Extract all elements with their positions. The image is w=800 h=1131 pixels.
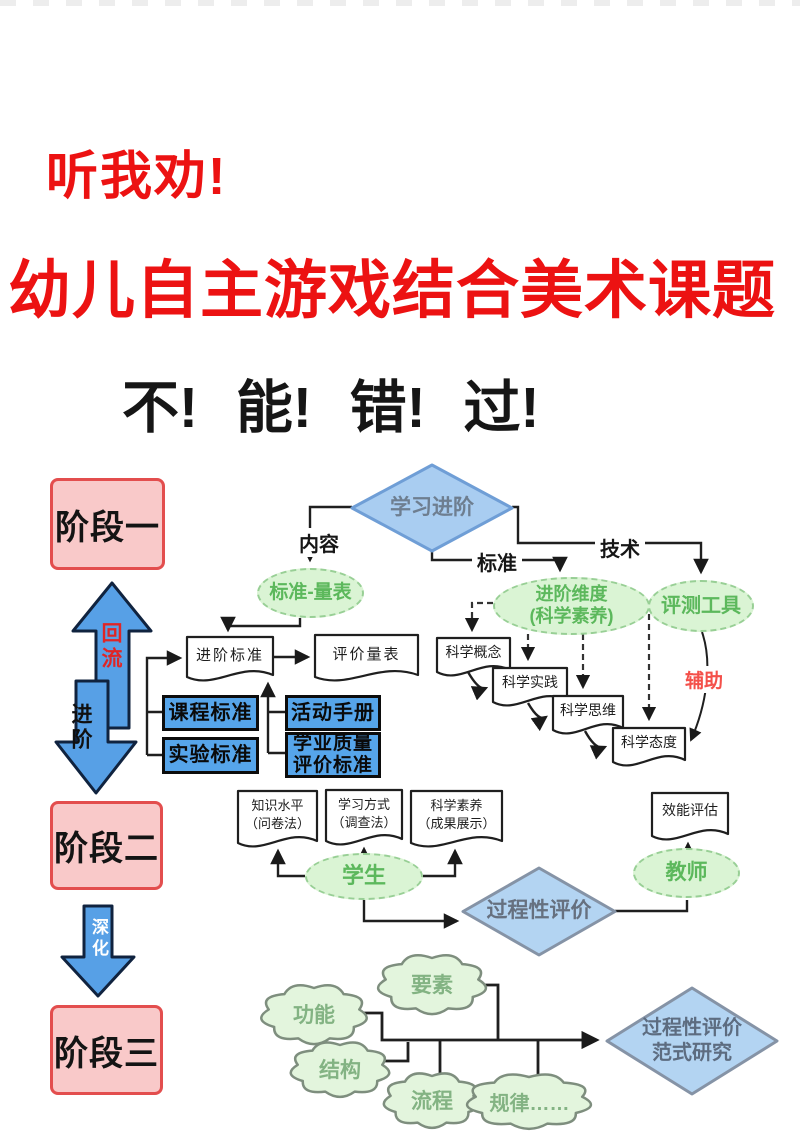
element-cloud	[376, 954, 488, 1016]
literacy-line1: 科学素养	[430, 798, 483, 814]
node-shapes	[54, 463, 779, 1131]
paradigm-line1: 过程性评价	[642, 1017, 742, 1039]
connector-thinking-attitude	[583, 730, 608, 760]
headline-subtitle: 不! 能! 错! 过!	[122, 376, 540, 440]
style-line1: 学习方式	[337, 797, 390, 813]
connector-processeval-teacher	[615, 900, 689, 913]
doc-science-thinking: 科学思维	[560, 703, 616, 719]
connector-scale-to-progression	[220, 616, 302, 633]
backflow-up-arrow	[71, 581, 153, 730]
assist-label: 辅助	[683, 666, 726, 693]
diamond-learning-progression: 学习进阶	[390, 495, 474, 519]
doc-knowledge-level: 知识水平 （问卷法）	[238, 794, 317, 836]
headline-tagline: 听我劝!	[46, 148, 228, 206]
progression-standard-doc	[185, 635, 275, 682]
knowledge-line2: （问卷法）	[244, 816, 310, 831]
doc-evaluation-scale: 评价量表	[332, 646, 401, 663]
diamond-process-evaluation: 过程性评价	[486, 898, 592, 922]
knowledge-line1: 知识水平	[251, 798, 304, 814]
doc-science-literacy: 科学素养 （成果展示）	[411, 794, 502, 836]
doc-progression-standard: 进阶标准	[195, 647, 264, 664]
cloud-structure: 结构	[319, 1059, 361, 1082]
ellipse-progression-dimension: 进阶维度 (科学素养)	[493, 577, 650, 635]
quality-line1: 学业质量	[292, 733, 373, 755]
dimension-line2: (科学素养)	[529, 606, 614, 626]
efficiency-evaluation-doc	[650, 791, 730, 841]
doc-science-concept: 科学概念	[445, 645, 502, 661]
stage-two-box: 阶段二	[50, 801, 163, 890]
cloud-element: 要素	[411, 974, 453, 997]
ellipse-standard-scale: 标准-量表	[257, 568, 364, 618]
cloud-rule: 规律……	[489, 1092, 570, 1115]
cloud-process: 流程	[411, 1090, 453, 1113]
connector-left-bracket	[145, 658, 180, 757]
stage-three-box: 阶段三	[50, 1005, 163, 1095]
doc-science-attitude: 科学态度	[621, 735, 677, 751]
process-evaluation-diamond	[461, 866, 617, 957]
diamond-paradigm-research: 过程性评价 范式研究	[612, 1014, 772, 1068]
branch-label-content: 内容	[294, 528, 344, 557]
science-literacy-doc	[409, 789, 504, 848]
ellipse-assessment-tool: 评测工具	[648, 580, 754, 632]
knowledge-level-doc	[236, 789, 319, 848]
science-attitude-doc	[611, 726, 687, 767]
bluebox-academic-quality: 学业质量 评价标准	[285, 732, 381, 778]
style-line2: （调查法）	[331, 815, 397, 830]
connector-concept-practice	[466, 671, 489, 701]
deepen-down-arrow	[60, 904, 136, 998]
backflow-arrow-label: 回流	[99, 622, 122, 672]
learning-progression-diamond	[350, 463, 514, 553]
doc-efficiency-evaluation: 效能评估	[662, 803, 718, 819]
connector-technology-branch	[512, 505, 709, 575]
branch-label-technology: 技术	[595, 533, 645, 562]
doc-science-practice: 科学实践	[502, 675, 558, 691]
ellipse-teacher: 教师	[633, 848, 740, 898]
doc-learning-style: 学习方式 （调查法）	[326, 793, 402, 835]
dimension-line1: 进阶维度	[535, 584, 608, 605]
evaluation-scale-doc	[313, 633, 420, 682]
page-top-edge	[0, 0, 800, 6]
quality-line2: 评价标准	[292, 755, 373, 776]
learning-style-doc	[324, 788, 404, 846]
paradigm-research-diamond	[605, 986, 779, 1096]
deepen-arrow-label: 深化	[89, 918, 108, 960]
paradigm-line2: 范式研究	[652, 1042, 732, 1064]
connector-right-bracket	[268, 684, 285, 755]
bluebox-curriculum-standard: 课程标准	[162, 695, 259, 731]
dashed-dimension-links	[464, 601, 657, 722]
connector-student-literacy	[423, 848, 463, 878]
bluebox-activity-handbook: 活动手册	[285, 695, 381, 731]
ellipse-student: 学生	[305, 853, 423, 900]
rule-cloud	[465, 1073, 593, 1131]
advance-arrow-label: 进阶	[69, 703, 92, 753]
cloud-function: 功能	[293, 1004, 335, 1027]
function-cloud	[260, 984, 368, 1046]
advance-down-arrow	[54, 679, 138, 795]
bluebox-experiment-standard: 实验标准	[162, 737, 259, 774]
stage-one-box: 阶段一	[50, 478, 165, 570]
headline-title: 幼儿自主游戏结合美术课题	[8, 256, 776, 326]
connector-student-knowledge	[270, 848, 305, 878]
literacy-line2: （成果展示）	[417, 816, 496, 831]
connector-student-processeval	[362, 900, 460, 929]
structure-cloud	[289, 1041, 391, 1099]
connector-practice-thinking	[526, 702, 548, 732]
branch-label-standard: 标准	[472, 547, 522, 576]
